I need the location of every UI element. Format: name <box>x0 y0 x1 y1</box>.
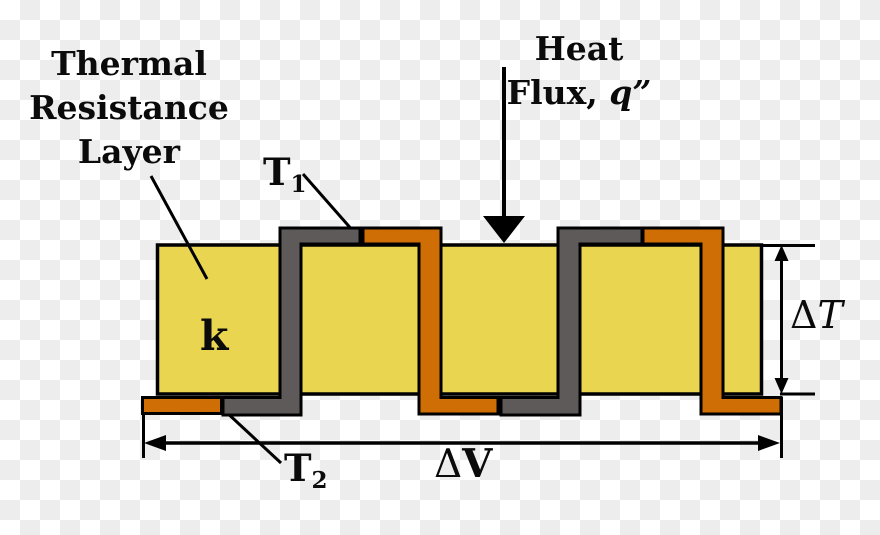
t2-label: T2 <box>284 446 328 495</box>
layer-leader-line <box>149 175 209 280</box>
heat-flux-word: Flux, <box>506 73 610 112</box>
heat-flux-symbol: q” <box>609 73 652 112</box>
trl-label-line3: Layer <box>77 132 181 171</box>
t1-label: T1 <box>263 150 307 199</box>
thermal-resistance-layer-label: Thermal Resistance Layer <box>24 42 234 174</box>
t1-main: T <box>263 150 291 194</box>
delta-t-delta: Δ <box>790 293 818 337</box>
delta-t-arrowhead-down-icon <box>774 378 789 394</box>
t1-subscript: 1 <box>290 171 307 198</box>
heat-flux-label: Heat Flux, q” <box>479 27 679 115</box>
delta-t-symbol: T <box>817 293 843 337</box>
delta-v-arrowhead-left-icon <box>144 435 166 451</box>
trl-label-line2: Resistance <box>29 88 229 127</box>
thermal-resistance-layer-shape <box>155 243 764 396</box>
orange-terminal-tab <box>141 396 223 415</box>
heat-flux-arrowhead-icon <box>483 216 525 243</box>
heat-flux-label-line1: Heat <box>534 29 624 68</box>
delta-v-symbol: V <box>462 441 493 487</box>
t2-main: T <box>284 446 312 490</box>
delta-v-delta: Δ <box>434 442 463 487</box>
delta-t-arrowhead-up-icon <box>774 245 789 261</box>
t2-leader-line <box>222 408 283 465</box>
trl-label-line1: Thermal <box>51 44 207 83</box>
heat-flux-label-line2: Flux, q” <box>479 71 679 115</box>
delta-v-label: ΔV <box>434 441 492 489</box>
orange-conductor-1 <box>361 226 500 416</box>
conductivity-label: k <box>200 312 229 360</box>
delta-v-arrowhead-right-icon <box>758 435 780 451</box>
delta-t-label: ΔT <box>790 293 843 339</box>
t2-subscript: 2 <box>311 467 328 494</box>
gray-conductor-1 <box>221 226 362 417</box>
